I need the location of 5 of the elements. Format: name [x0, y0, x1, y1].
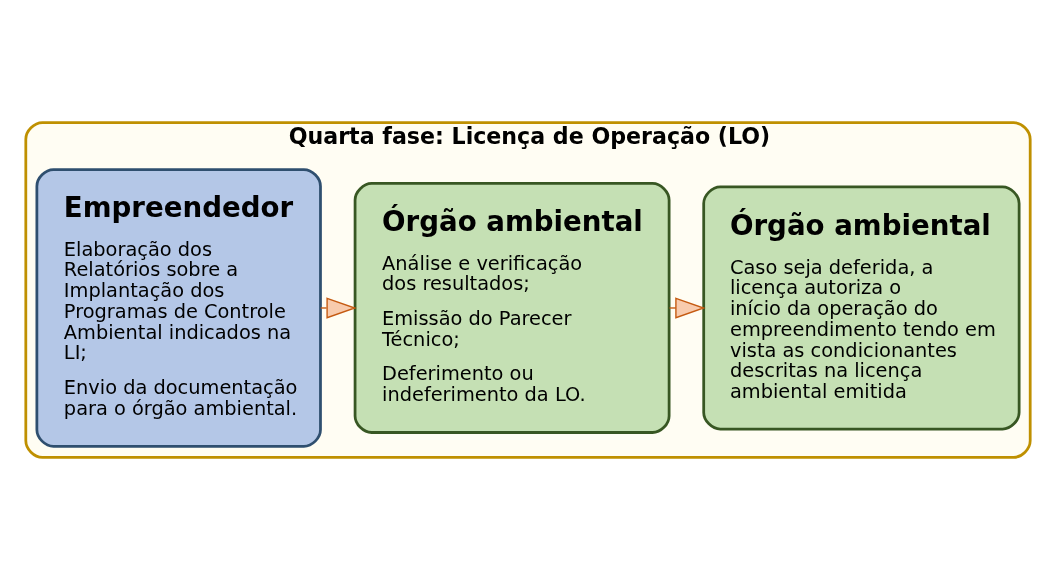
node-box: Órgão ambiental Caso seja deferida, a licença autoriza o início da operação do empreendimento tendo em vista as condicionantes descritas na licença ambiental emitida — [702, 185, 1021, 430]
arrow — [320, 296, 357, 319]
arrow — [668, 296, 706, 319]
node-box: Empreendedor Elaboração dos Relatórios sobre a Implantação dos Programas de Controle Ambiental indicados na LI; Envio da documentação para o órgão ambiental. — [35, 167, 322, 448]
node-box: Órgão ambiental Análise e verificação dos resultados; Emissão do Parecer Técnico; Deferimento ou indeferimento da LO. — [353, 181, 671, 434]
